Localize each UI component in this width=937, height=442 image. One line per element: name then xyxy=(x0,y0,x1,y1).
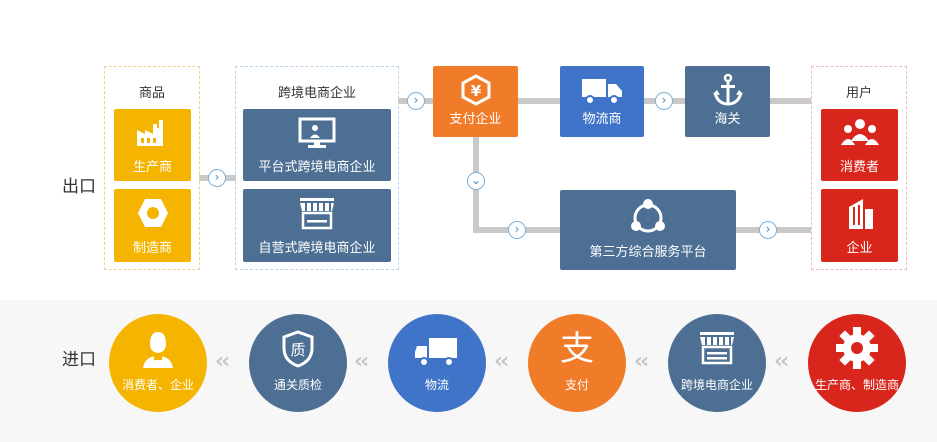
arrow-down-icon: ⌄ xyxy=(467,172,485,190)
import-step-label: 生产商、制造商 xyxy=(814,378,899,392)
monitor-icon xyxy=(298,117,336,153)
svg-text:支: 支 xyxy=(560,329,594,369)
import-step-consumers-enterprises[interactable]: 消费者、企业 xyxy=(109,314,207,412)
crossborder-group-title: 跨境电商企业 xyxy=(277,86,356,101)
platform-tile[interactable]: 平台式跨境电商企业 xyxy=(243,109,391,181)
chevron-left-icon: ‹‹ xyxy=(354,349,369,374)
users-group-title: 用户 xyxy=(845,86,872,101)
producer-label: 生产商 xyxy=(132,160,172,175)
chevron-left-icon: ‹‹ xyxy=(774,349,789,374)
building-icon xyxy=(843,197,877,235)
import-step-label: 通关质检 xyxy=(273,378,322,392)
self-operated-tile[interactable]: 自营式跨境电商企业 xyxy=(243,189,391,262)
customs-tile[interactable]: 海关 xyxy=(685,66,770,137)
self-operated-label: 自营式跨境电商企业 xyxy=(258,241,376,256)
share-icon xyxy=(628,198,668,240)
svg-text:质: 质 xyxy=(290,341,305,359)
manufacturer-label: 制造商 xyxy=(132,241,172,256)
enterprise-tile[interactable]: 企业 xyxy=(821,189,898,262)
chevron-left-icon: ‹‹ xyxy=(494,349,509,374)
import-step-crossborder-enterprise[interactable]: 跨境电商企业 xyxy=(668,314,766,412)
chevron-left-icon: ‹‹ xyxy=(634,349,649,374)
yuan-icon: ¥ xyxy=(460,74,492,110)
user-icon xyxy=(141,330,175,373)
third-party-label: 第三方综合服务平台 xyxy=(589,245,707,260)
export-row-label: 出口 xyxy=(62,177,96,197)
import-row-label: 进口 xyxy=(62,350,96,370)
import-step-customs-inspection[interactable]: 质 通关质检 xyxy=(249,314,347,412)
chevron-left-icon: ‹‹ xyxy=(215,349,230,374)
import-step-label: 跨境电商企业 xyxy=(680,378,753,392)
gear-icon xyxy=(835,326,879,373)
arrow-right-icon: › xyxy=(759,221,777,239)
truck-icon xyxy=(415,336,459,371)
import-step-label: 支付 xyxy=(564,378,589,392)
crossborder-group: 跨境电商企业 平台式跨境电商企业 自营式跨境电商企业 xyxy=(235,66,399,270)
payment-label: 支付企业 xyxy=(449,112,502,127)
import-step-logistics[interactable]: 物流 xyxy=(388,314,486,412)
arrow-right-icon: › xyxy=(655,92,673,110)
svg-text:¥: ¥ xyxy=(470,82,481,100)
truck-icon xyxy=(581,77,623,109)
goods-group: 商品 生产商 制造商 xyxy=(104,66,200,270)
group-icon xyxy=(840,117,880,153)
nut-icon xyxy=(137,198,169,232)
producer-tile[interactable]: 生产商 xyxy=(114,109,191,181)
factory-icon xyxy=(135,118,171,152)
anchor-icon xyxy=(712,73,744,111)
goods-group-title: 商品 xyxy=(138,86,165,101)
shield-icon: 质 xyxy=(281,330,315,371)
store-icon xyxy=(298,196,336,234)
customs-label: 海关 xyxy=(714,112,741,127)
manufacturer-tile[interactable]: 制造商 xyxy=(114,189,191,262)
alipay-icon: 支 xyxy=(555,326,599,373)
consumer-label: 消费者 xyxy=(839,160,879,175)
consumer-tile[interactable]: 消费者 xyxy=(821,109,898,181)
third-party-tile[interactable]: 第三方综合服务平台 xyxy=(560,190,736,270)
import-step-label: 消费者、企业 xyxy=(121,378,194,392)
connector-line xyxy=(769,98,811,104)
logistics-label: 物流商 xyxy=(582,112,622,127)
payment-tile[interactable]: ¥ 支付企业 xyxy=(433,66,518,137)
arrow-right-icon: › xyxy=(508,221,526,239)
arrow-right-icon: › xyxy=(407,92,425,110)
import-step-payment[interactable]: 支 支付 xyxy=(528,314,626,412)
logistics-tile[interactable]: 物流商 xyxy=(560,66,644,137)
arrow-right-icon: › xyxy=(208,169,226,187)
connector-line xyxy=(517,98,561,104)
enterprise-label: 企业 xyxy=(846,241,873,256)
platform-label: 平台式跨境电商企业 xyxy=(258,160,376,175)
store-icon xyxy=(697,330,737,369)
users-group: 用户 消费者 企业 xyxy=(811,66,907,270)
import-step-label: 物流 xyxy=(424,378,449,392)
import-step-producers-manufacturers[interactable]: 生产商、制造商 xyxy=(808,314,906,412)
